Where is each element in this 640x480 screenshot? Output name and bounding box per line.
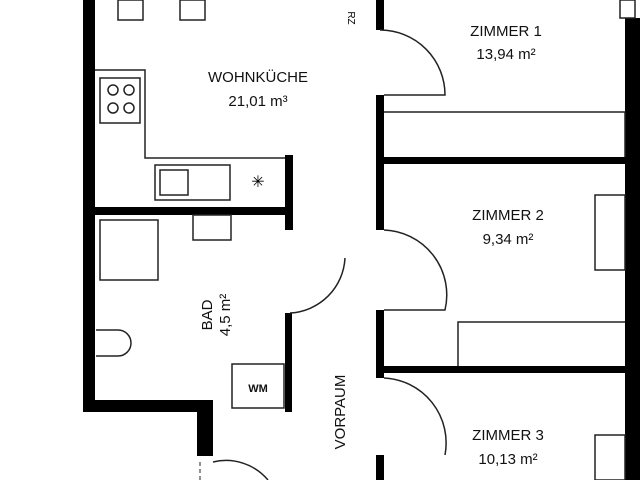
wall-room1-room2 — [384, 157, 640, 164]
washbasin — [192, 214, 232, 241]
washing-machine — [231, 363, 285, 409]
door-room2[interactable] — [383, 229, 448, 311]
door-bath[interactable] — [289, 257, 346, 314]
door-entry[interactable] — [212, 459, 269, 480]
bath-area: 4,5 m² — [217, 294, 234, 337]
shower — [99, 219, 159, 281]
burner — [107, 102, 119, 114]
window-room3 — [594, 434, 626, 480]
wardrobe-room1 — [384, 111, 626, 157]
wall-room2-room3 — [384, 366, 640, 373]
kitchen-counter — [95, 69, 285, 159]
wall-bath-right — [285, 313, 292, 412]
door-room3[interactable] — [383, 377, 447, 456]
room3-area: 10,13 m² — [478, 451, 537, 468]
kitchen-name: WOHNKÜCHE — [208, 68, 308, 86]
sink-basin — [159, 169, 189, 196]
wall-right — [625, 18, 640, 480]
kitchen-sink — [154, 164, 231, 201]
furniture: ✳ WM RZ — [95, 0, 626, 409]
window-room1 — [619, 0, 636, 19]
wall-hall-bottom — [376, 455, 384, 480]
room2-area: 9,34 m² — [483, 231, 534, 248]
walls — [83, 0, 640, 480]
sensor-icon: RZ — [345, 11, 356, 24]
wall-entry — [197, 400, 213, 456]
hall-name: VORPAUM — [332, 375, 349, 450]
room-labels: WOHNKÜCHE 21,01 m³ ZIMMER 1 13,94 m² ZIM… — [199, 23, 544, 468]
room3-name: ZIMMER 3 — [472, 427, 544, 444]
wall-kitchen-right — [285, 155, 293, 230]
windows — [594, 0, 636, 480]
chair — [117, 0, 144, 21]
window-room2 — [594, 194, 626, 271]
stove — [99, 77, 141, 124]
room1-area: 13,94 m² — [476, 46, 535, 63]
fridge-icon: ✳ — [251, 174, 264, 191]
chair — [179, 0, 206, 21]
wall-hall-lower — [376, 310, 384, 378]
burner — [123, 84, 135, 96]
door-room1[interactable] — [379, 29, 446, 96]
room1-name: ZIMMER 1 — [470, 23, 542, 40]
wall-hall-top — [376, 0, 384, 30]
doors — [199, 29, 448, 480]
wall-kitchen-bath — [95, 207, 290, 215]
room2-name: ZIMMER 2 — [472, 207, 544, 224]
burner — [107, 84, 119, 96]
wall-left — [83, 0, 95, 412]
wall-bottom-bath — [83, 400, 213, 412]
washing-machine-label: WM — [248, 383, 268, 395]
burner — [123, 102, 135, 114]
toilet — [96, 329, 132, 357]
kitchen-area: 21,01 m³ — [228, 93, 287, 110]
wall-hall-mid — [376, 95, 384, 230]
bed-room2 — [457, 321, 625, 366]
bath-name: BAD — [199, 299, 216, 330]
